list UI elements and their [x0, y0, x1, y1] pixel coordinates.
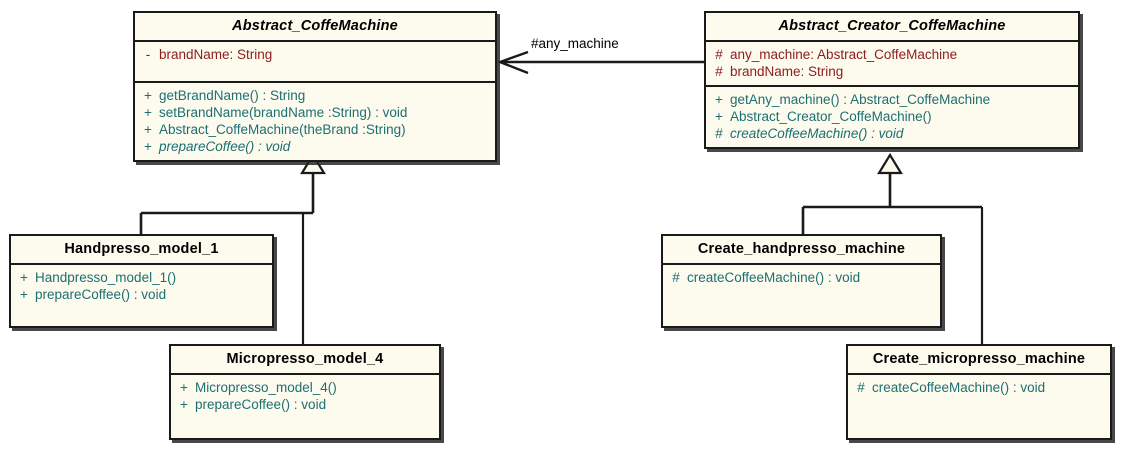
method-text: prepareCoffee() : void [35, 287, 167, 302]
method-row: + prepareCoffee() : void [13, 286, 270, 303]
visibility-marker: # [715, 64, 723, 79]
class-title-handpresso-model-1: Handpresso_model_1 [64, 241, 219, 257]
visibility-marker: + [144, 88, 152, 103]
class-box-handpresso-model-1[interactable]: Handpresso_model_1 + Handpresso_model_1(… [9, 234, 274, 328]
method-row: + Micropresso_model_4() [173, 379, 437, 396]
method-row: # createCoffeeMachine() : void [850, 379, 1108, 396]
class-title-micropresso-model-4: Micropresso_model_4 [226, 351, 384, 367]
class-box-create-handpresso-machine[interactable]: Create_handpresso_machine # createCoffee… [661, 234, 942, 328]
attribute-text: any_machine: Abstract_CoffeMachine [730, 47, 958, 62]
association-label-any-machine: #any_machine [531, 36, 619, 51]
method-row: # createCoffeeMachine() : void [665, 269, 938, 286]
method-text: getBrandName() : String [159, 88, 306, 103]
visibility-marker: + [180, 397, 188, 412]
method-text: getAny_machine() : Abstract_CoffeMachine [730, 92, 991, 107]
methods-compartment-create-handpresso-machine: # createCoffeeMachine() : void [663, 263, 940, 291]
method-text: Micropresso_model_4() [195, 380, 337, 395]
visibility-marker: + [180, 380, 188, 395]
method-row: + Abstract_Creator_CoffeMachine() [708, 108, 1076, 125]
methods-compartment-micropresso-model-4: + Micropresso_model_4() + prepareCoffee(… [171, 373, 439, 418]
visibility-marker: + [144, 122, 152, 137]
visibility-marker: # [715, 47, 723, 62]
method-text: prepareCoffee() : void [159, 139, 291, 154]
methods-compartment-create-micropresso-machine: # createCoffeeMachine() : void [848, 373, 1110, 401]
method-text: setBrandName(brandName :String) : void [159, 105, 408, 120]
attribute-text: brandName: String [730, 64, 844, 79]
class-title-create-handpresso-machine: Create_handpresso_machine [697, 241, 906, 257]
method-row: + getAny_machine() : Abstract_CoffeMachi… [708, 91, 1076, 108]
attribute-row: # brandName: String [708, 63, 1076, 80]
visibility-marker: # [715, 126, 723, 141]
method-text: Handpresso_model_1() [35, 270, 177, 285]
method-row: + getBrandName() : String [137, 87, 493, 104]
visibility-marker: # [672, 270, 680, 285]
attribute-row: - brandName: String [137, 46, 493, 63]
visibility-marker: - [145, 47, 151, 62]
attributes-compartment-abstract-coffemachine: - brandName: String [135, 40, 495, 81]
visibility-marker: + [144, 105, 152, 120]
method-row: + prepareCoffee() : void [137, 138, 493, 155]
method-row: + prepareCoffee() : void [173, 396, 437, 413]
method-text: createCoffeeMachine() : void [687, 270, 861, 285]
method-row: # createCoffeeMachine() : void [708, 125, 1076, 142]
method-text: createCoffeeMachine() : void [872, 380, 1046, 395]
visibility-marker: + [20, 270, 28, 285]
method-row: + Abstract_CoffeMachine(theBrand :String… [137, 121, 493, 138]
visibility-marker: + [20, 287, 28, 302]
method-text: Abstract_CoffeMachine(theBrand :String) [159, 122, 406, 137]
class-box-abstract-creator-coffemachine[interactable]: Abstract_Creator_CoffeMachine # any_mach… [704, 11, 1080, 149]
method-text: Abstract_Creator_CoffeMachine() [730, 109, 932, 124]
class-box-create-micropresso-machine[interactable]: Create_micropresso_machine # createCoffe… [846, 344, 1112, 440]
attributes-compartment-abstract-creator-coffemachine: # any_machine: Abstract_CoffeMachine # b… [706, 40, 1078, 85]
visibility-marker: # [857, 380, 865, 395]
class-box-abstract-coffemachine[interactable]: Abstract_CoffeMachine - brandName: Strin… [133, 11, 497, 162]
class-title-abstract-creator-coffemachine: Abstract_Creator_CoffeMachine [778, 18, 1006, 34]
method-text: prepareCoffee() : void [195, 397, 327, 412]
attribute-text: brandName: String [159, 47, 273, 62]
method-row: + setBrandName(brandName :String) : void [137, 104, 493, 121]
class-box-micropresso-model-4[interactable]: Micropresso_model_4 + Micropresso_model_… [169, 344, 441, 440]
visibility-marker: + [715, 92, 723, 107]
method-text: createCoffeeMachine() : void [730, 126, 904, 141]
class-title-create-micropresso-machine: Create_micropresso_machine [872, 351, 1086, 367]
class-title-abstract-coffemachine: Abstract_CoffeMachine [232, 18, 398, 34]
association-any-machine-edge [496, 50, 704, 75]
methods-compartment-abstract-creator-coffemachine: + getAny_machine() : Abstract_CoffeMachi… [706, 85, 1078, 147]
visibility-marker: + [715, 109, 723, 124]
visibility-marker: + [144, 139, 152, 154]
method-row: + Handpresso_model_1() [13, 269, 270, 286]
attribute-row: # any_machine: Abstract_CoffeMachine [708, 46, 1076, 63]
methods-compartment-abstract-coffemachine: + getBrandName() : String + setBrandName… [135, 81, 495, 160]
methods-compartment-handpresso-model-1: + Handpresso_model_1() + prepareCoffee()… [11, 263, 272, 308]
